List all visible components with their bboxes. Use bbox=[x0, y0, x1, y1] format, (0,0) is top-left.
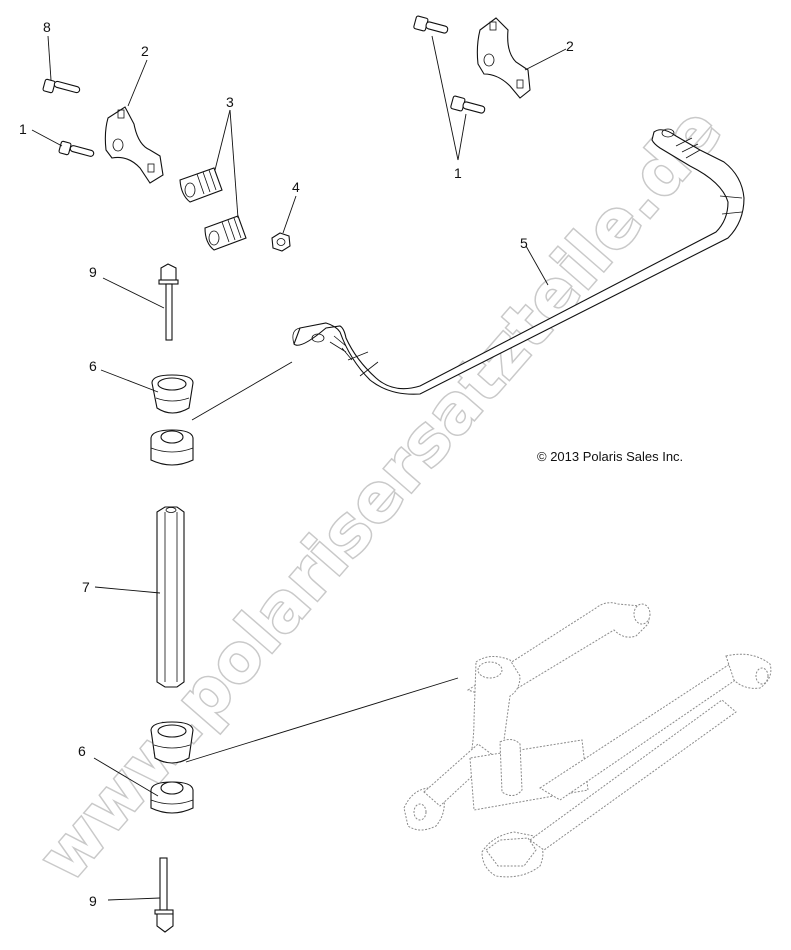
grommet-6-upper-b bbox=[150, 429, 194, 466]
leader-6-lower bbox=[93, 757, 159, 797]
bolt-9-upper bbox=[158, 263, 179, 341]
callout-8: 8 bbox=[43, 19, 51, 35]
callout-6-upper: 6 bbox=[89, 358, 97, 374]
grommet-6-lower-a bbox=[150, 721, 194, 764]
grommet-6-lower-b bbox=[150, 781, 194, 814]
leader-frame-to-grommet bbox=[185, 677, 459, 763]
callout-9-lower: 9 bbox=[89, 893, 97, 909]
nut-4 bbox=[271, 232, 291, 252]
bolt-1-right-lower bbox=[450, 95, 486, 114]
clamp-2-right bbox=[476, 17, 531, 99]
bushing-3-lower bbox=[204, 215, 247, 251]
bolt-1-right-upper bbox=[413, 15, 449, 34]
callout-3: 3 bbox=[226, 94, 234, 110]
leader-1-right-b bbox=[457, 113, 467, 161]
leader-1-right-a bbox=[431, 35, 459, 161]
stabilizer-bar-5 bbox=[292, 128, 745, 395]
leader-2-left bbox=[127, 59, 148, 107]
grommet-6-upper-a bbox=[151, 374, 194, 414]
callout-9-upper: 9 bbox=[89, 264, 97, 280]
leader-9-lower bbox=[107, 897, 161, 901]
callout-1-right: 1 bbox=[454, 165, 462, 181]
bolt-9-lower bbox=[154, 857, 174, 933]
callout-1-left: 1 bbox=[19, 121, 27, 137]
leader-9-upper bbox=[102, 277, 165, 309]
leader-5 bbox=[525, 245, 549, 286]
leader-4 bbox=[282, 195, 297, 234]
clamp-2-left bbox=[104, 106, 164, 184]
leader-8 bbox=[47, 35, 52, 81]
callout-7: 7 bbox=[82, 579, 90, 595]
leader-6-upper bbox=[100, 369, 159, 393]
leader-bar-to-grommet bbox=[191, 361, 293, 421]
callout-2-left: 2 bbox=[141, 43, 149, 59]
bolt-8 bbox=[42, 78, 81, 94]
callout-2-right: 2 bbox=[566, 38, 574, 54]
a-arm-assembly-reference bbox=[403, 602, 772, 878]
leader-3b bbox=[229, 109, 239, 219]
callout-4: 4 bbox=[292, 179, 300, 195]
link-rod-7 bbox=[156, 506, 185, 688]
callout-6-lower: 6 bbox=[78, 743, 86, 759]
bolt-1-left bbox=[58, 140, 95, 157]
leader-3a bbox=[214, 109, 231, 171]
copyright-text: © 2013 Polaris Sales Inc. bbox=[537, 449, 683, 464]
leader-7 bbox=[94, 586, 161, 594]
leader-1-left bbox=[31, 129, 63, 147]
bushing-3-upper bbox=[179, 167, 223, 203]
callout-5: 5 bbox=[520, 235, 528, 251]
leader-2-right bbox=[524, 48, 567, 71]
